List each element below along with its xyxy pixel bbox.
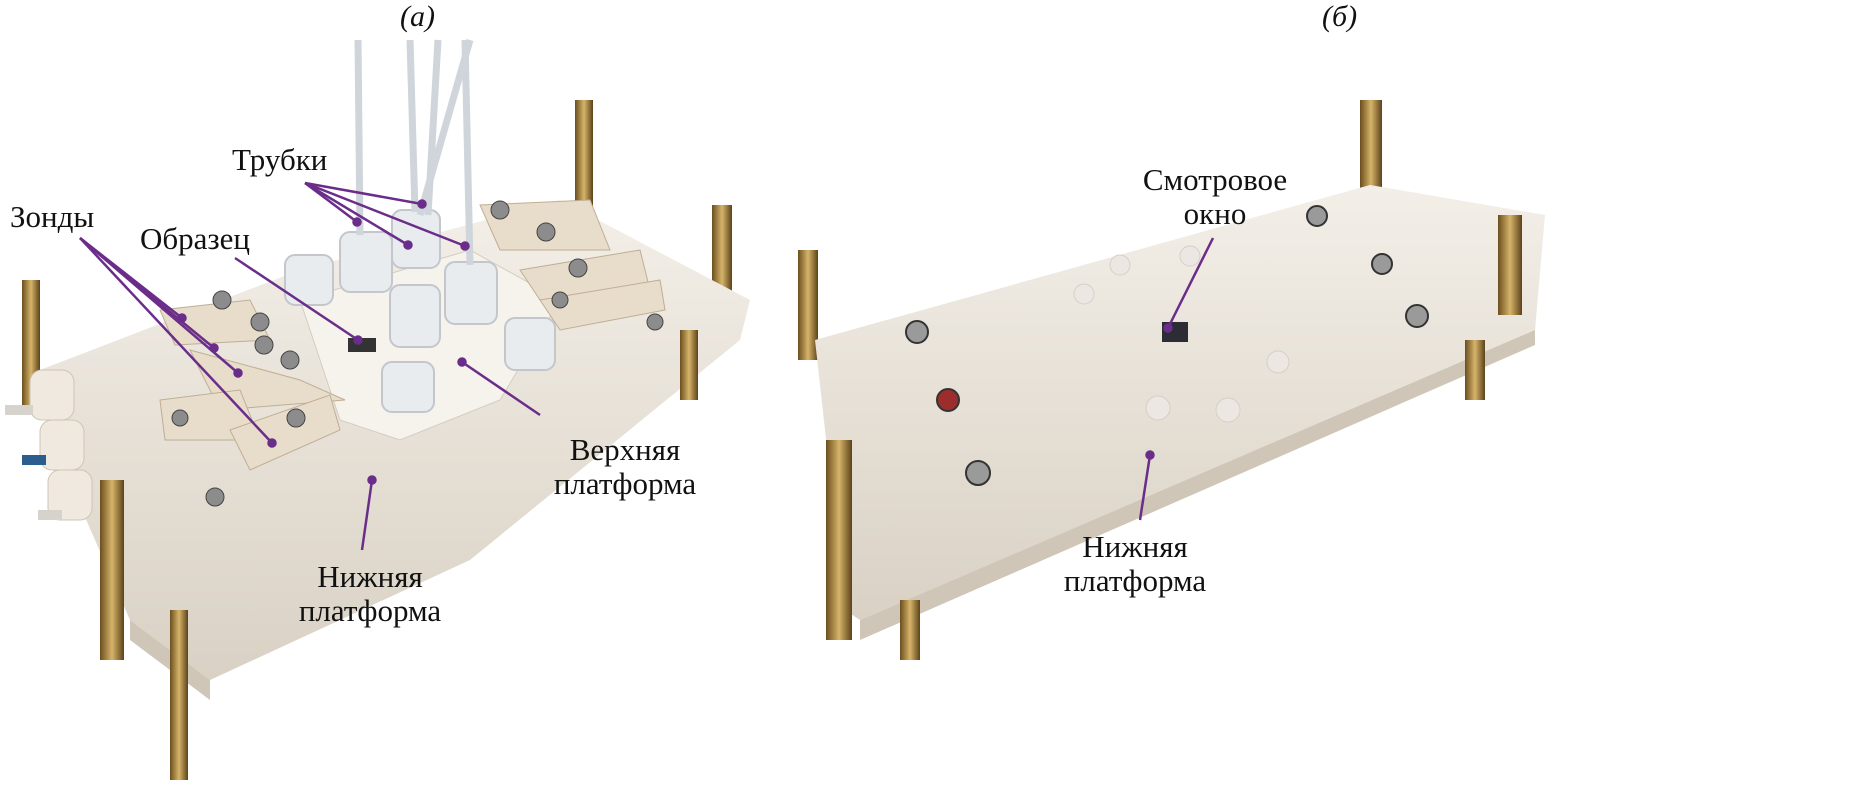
label-line: Нижняя	[1082, 529, 1188, 564]
label-line: Нижняя	[317, 559, 423, 594]
label-probes: Зонды	[10, 199, 95, 234]
label-line: платформа	[298, 593, 442, 628]
brass-post	[1465, 340, 1485, 400]
brass-post	[798, 250, 818, 360]
label-sample: Образец	[140, 221, 251, 256]
label-line: окно	[1183, 196, 1247, 231]
tubes	[354, 39, 474, 266]
photo-b	[798, 100, 1545, 660]
label-lower-platform-b: Нижняя платформа	[1055, 530, 1215, 598]
brass-post	[680, 330, 698, 400]
panel-b-tag: (б)	[1322, 0, 1358, 33]
screws	[171, 200, 664, 507]
label-line: Смотровое	[1142, 162, 1288, 197]
brass-post	[1498, 215, 1522, 315]
tube-fittings	[284, 209, 556, 413]
brass-post	[100, 480, 124, 660]
label-viewing-window: Смотровое окно	[1140, 163, 1290, 231]
side-connectors	[29, 369, 93, 521]
brass-post	[1360, 100, 1382, 195]
label-lower-platform-a: Нижняя платформа	[290, 560, 450, 628]
brass-post	[575, 100, 593, 210]
label-line: платформа	[553, 466, 697, 501]
lower-platform	[815, 185, 1545, 620]
label-line: Верхняя	[569, 432, 681, 467]
photo-a	[5, 39, 750, 780]
brass-post	[170, 610, 188, 780]
label-line: платформа	[1063, 563, 1207, 598]
bumps	[1073, 245, 1290, 423]
brass-post	[900, 600, 920, 660]
label-tubes: Трубки	[232, 142, 328, 177]
leader-lines	[79, 181, 1215, 551]
nuts	[905, 205, 1429, 486]
brass-post	[826, 440, 852, 640]
label-upper-platform: Верхняя платформа	[545, 433, 705, 501]
panel-a-tag: (а)	[400, 0, 435, 33]
